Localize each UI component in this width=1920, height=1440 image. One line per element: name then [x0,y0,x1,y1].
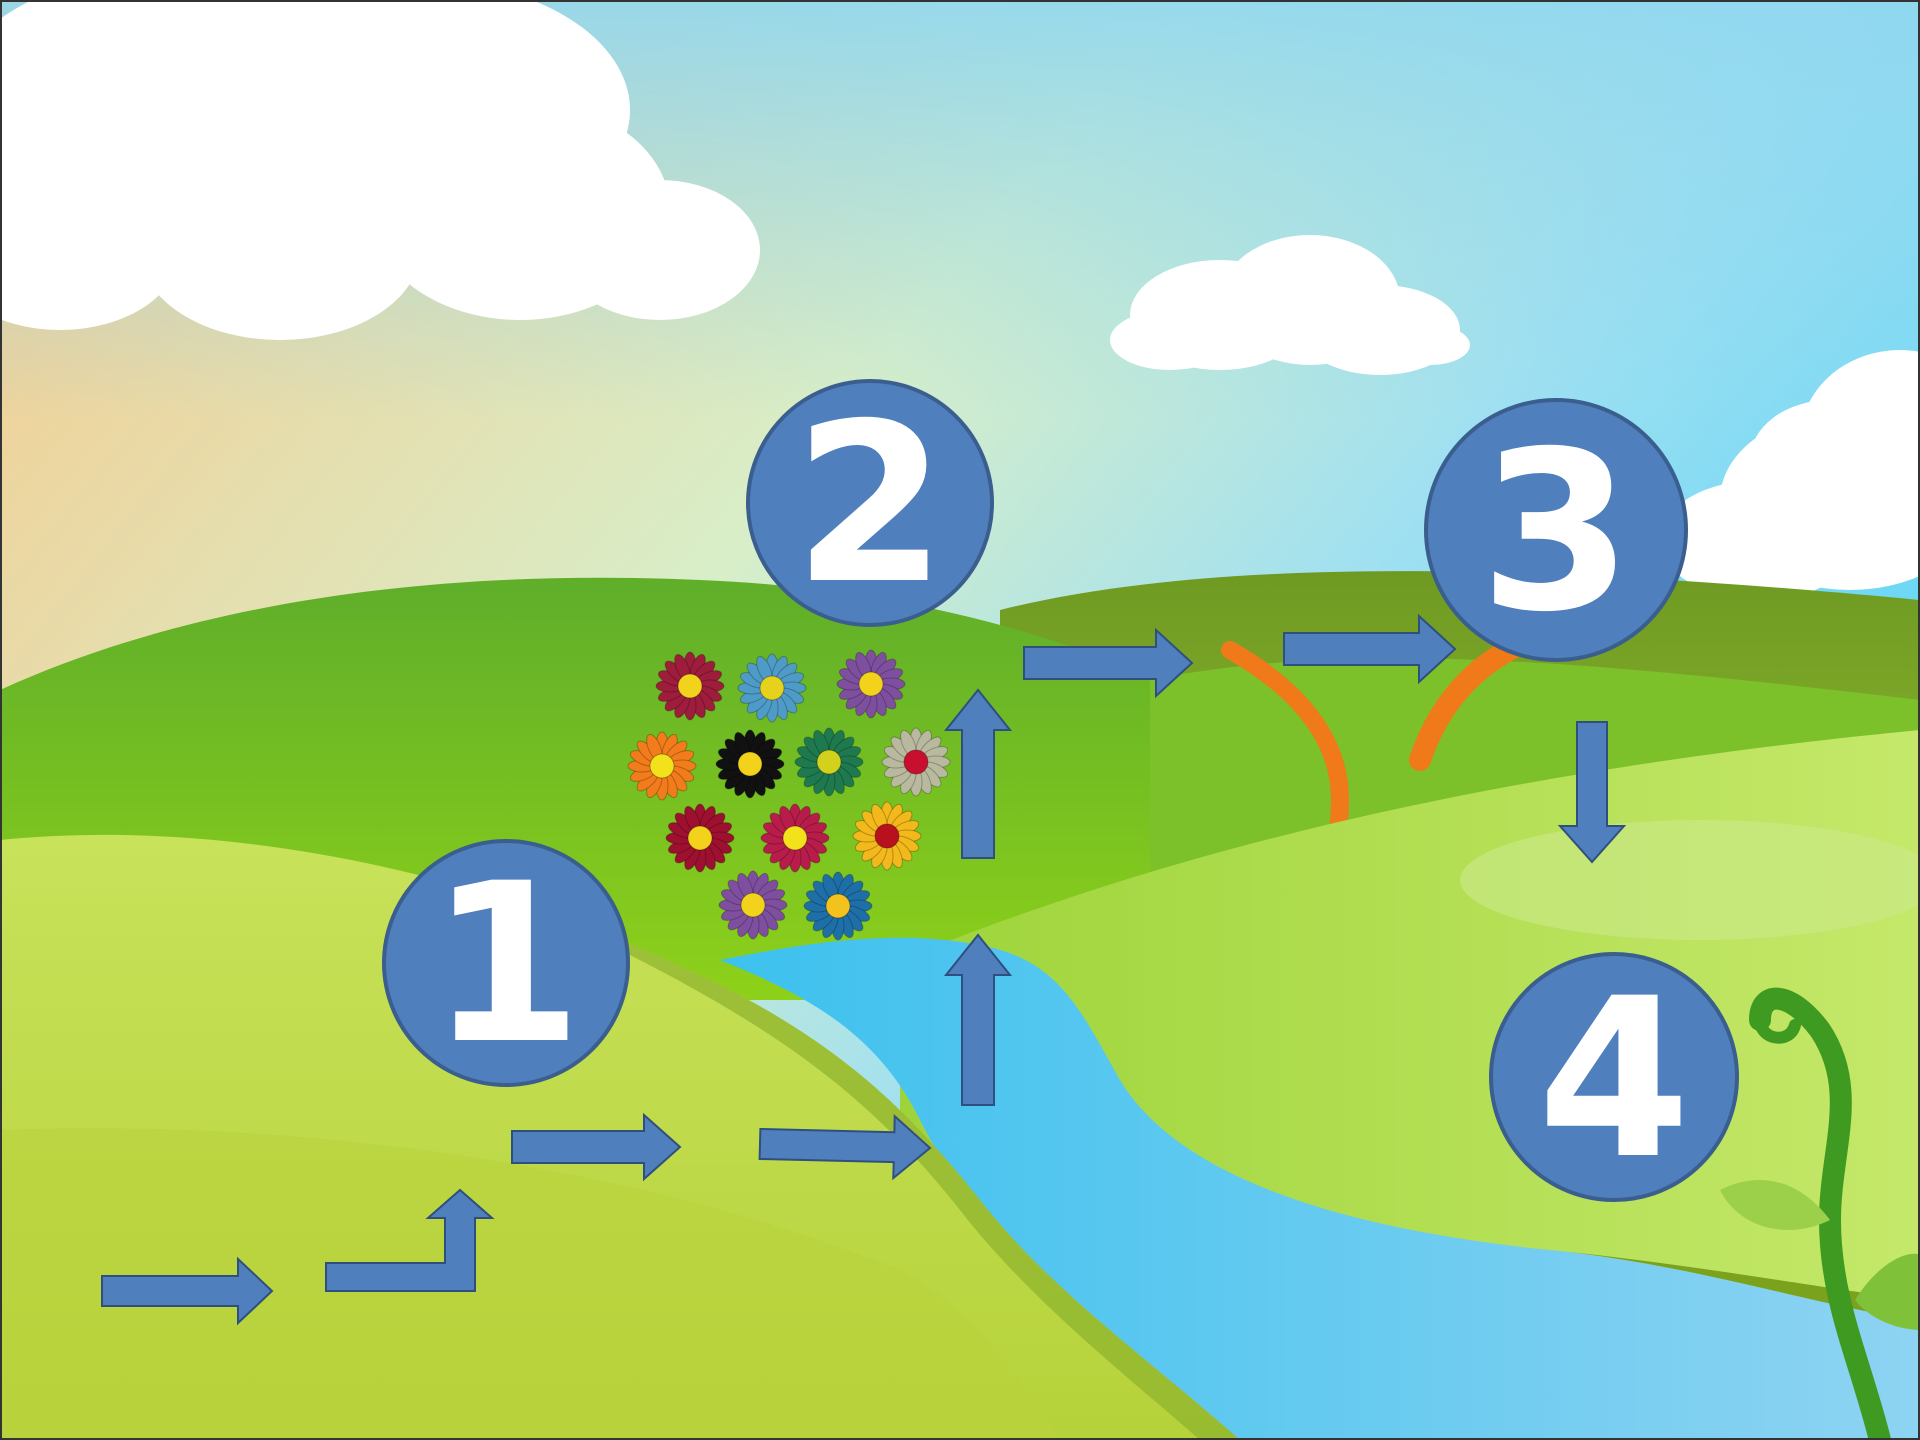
arrow-icon [1283,613,1457,685]
flower-icon[interactable] [760,803,830,873]
flower-icon[interactable] [718,870,788,940]
flower-icon[interactable] [655,651,725,721]
arrow-icon [943,933,1013,1106]
cloud-icon [0,0,760,340]
arrow-icon [101,1256,274,1326]
cloud-icon [1660,350,1920,600]
flower-icon[interactable] [803,871,873,941]
river [720,937,1920,1440]
flower-icon[interactable] [836,649,906,719]
step-marker-1-label: 1 [429,836,582,1092]
corner-arrow-icon [325,1188,495,1292]
flower-icon[interactable] [715,729,785,799]
step-marker-3[interactable]: 3 [1424,398,1688,662]
arrow-icon [943,688,1013,859]
arrow-icon [1023,627,1194,699]
cloud-icon [1110,235,1470,375]
step-marker-4-label: 4 [1537,951,1690,1207]
step-marker-1[interactable]: 1 [382,836,630,1092]
beanstalk-vine-icon [1720,987,1920,1440]
arrow-icon [758,1113,932,1181]
flower-icon[interactable] [737,653,807,723]
arrow-icon [511,1112,682,1182]
flower-icon[interactable] [881,727,951,797]
step-marker-2[interactable]: 2 [746,376,994,632]
flower-icon[interactable] [852,801,922,871]
step-marker-3-label: 3 [1479,404,1632,660]
step-marker-4[interactable]: 4 [1489,951,1739,1207]
flower-icon[interactable] [665,803,735,873]
step-marker-2-label: 2 [793,376,946,632]
arrow-icon [1557,721,1627,864]
flower-icon[interactable] [627,731,697,801]
flower-icon[interactable] [794,727,864,797]
